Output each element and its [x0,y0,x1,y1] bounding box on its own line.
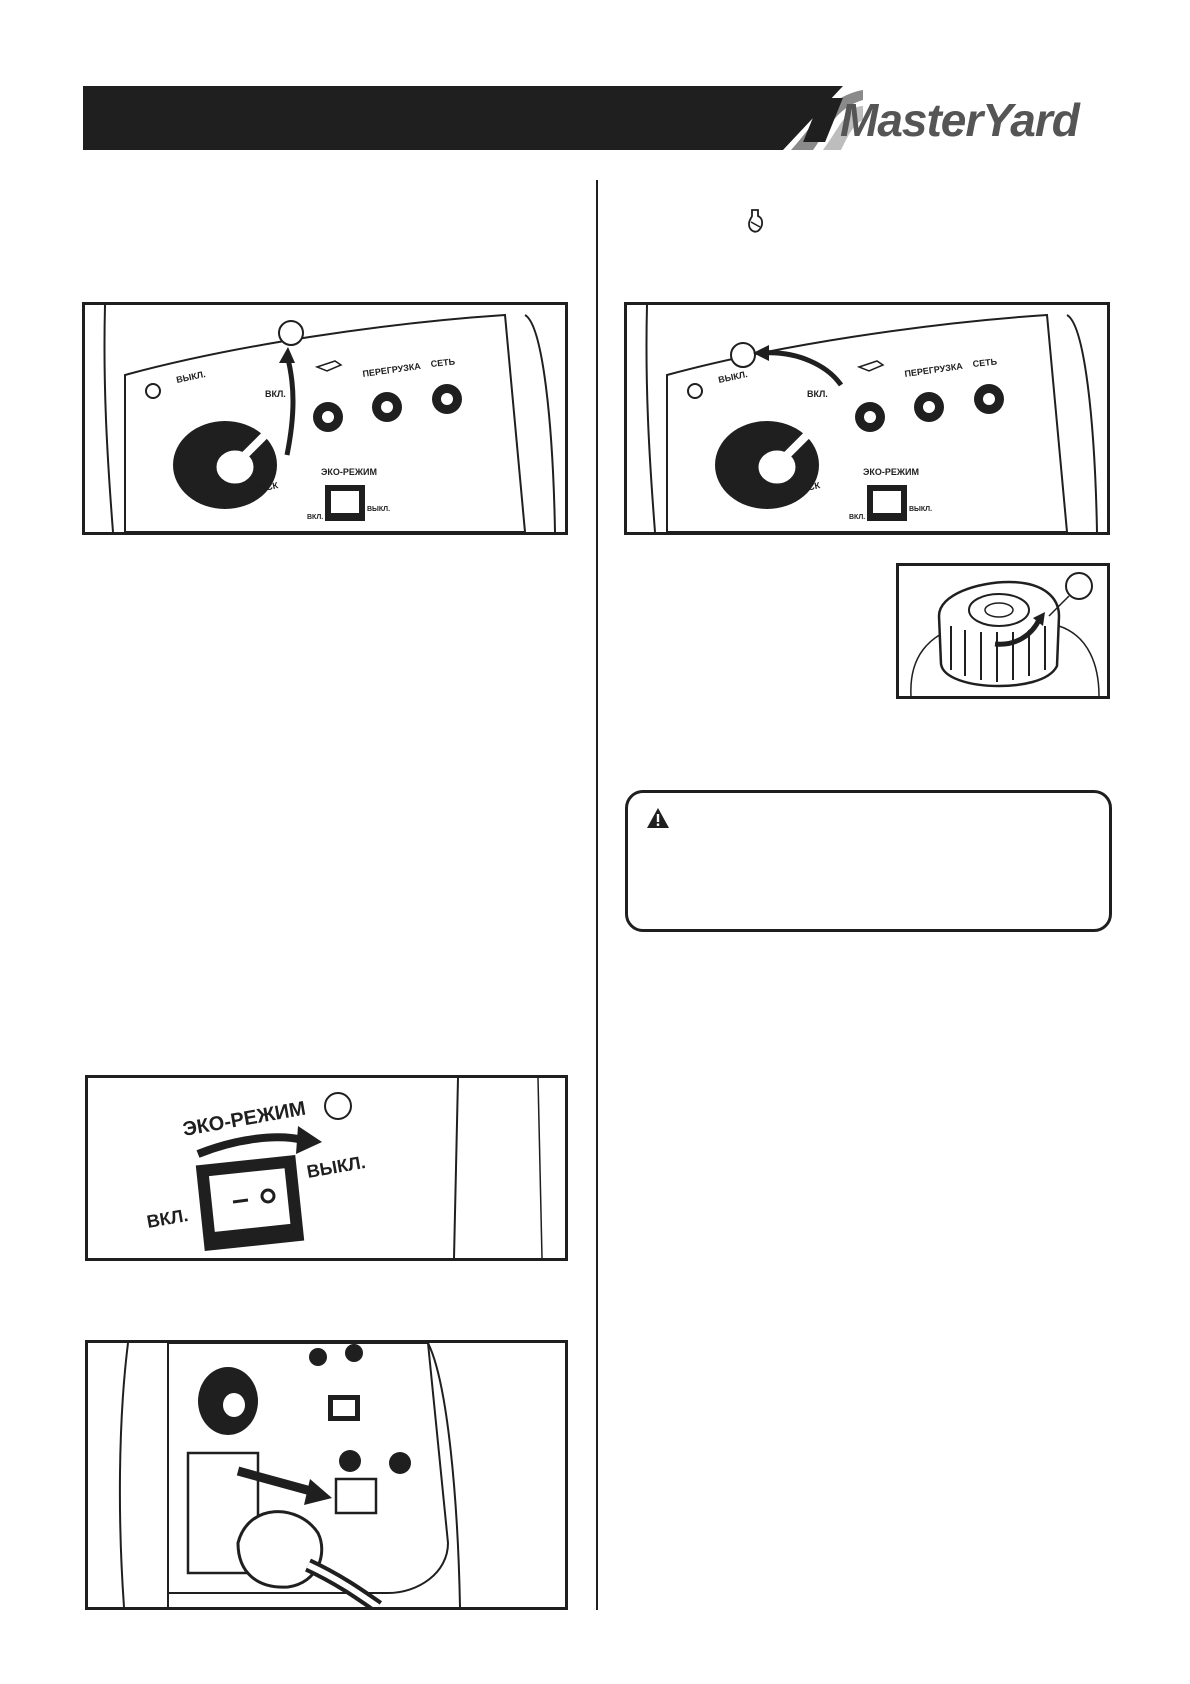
callout-circle [324,1092,352,1120]
arrow-turn-icon [994,618,1042,647]
arrow-pull-icon [236,1466,320,1498]
label-switch-off: ВЫКЛ. [909,506,932,513]
screw-icon [145,383,161,399]
socket-outlet [334,1477,378,1515]
label-switch-on: ВКЛ. [307,514,323,521]
figure-fuel-cap [896,563,1110,699]
callout-circle [730,342,756,368]
callout-circle [1065,572,1093,600]
figure-eco-switch: ЭКО-РЕЖИМ ВКЛ. ВЫКЛ. [85,1075,568,1261]
brand-logo: MasterYard [803,92,1132,148]
arrow-up-icon [284,354,296,456]
header-swoosh [783,86,863,150]
eco-off-label: ВЫКЛ. [305,1152,367,1182]
label-start: ПУСК [253,480,279,495]
label-switch-off: ВЫКЛ. [367,506,390,513]
screw-icon [687,383,703,399]
column-divider [596,180,598,1610]
label-eco: ЭКО-РЕЖИМ [863,467,919,477]
label-eco: ЭКО-РЕЖИМ [321,467,377,477]
brand-name: MasterYard [840,94,1080,146]
figure-unplug-cord [85,1340,568,1610]
oil-can-icon [314,360,343,372]
label-start: ПУСК [795,480,821,495]
label-network: СЕТЬ [430,356,456,369]
arrow-left-icon [762,350,844,387]
callout-circle [278,320,304,346]
label-switch-on: ВКЛ. [849,514,865,521]
eco-on-label: ВКЛ. [145,1205,189,1232]
label-on: ВКЛ. [265,389,286,399]
arrow-right-icon [196,1133,304,1158]
figure-control-panel-stop: ВЫКЛ. ВКЛ. ПУСК ПЕРЕГРУЗКА СЕТЬ ЭКО-РЕЖИ… [624,302,1110,535]
figure-control-panel-start: ВЫКЛ. ВКЛ. ПУСК ПЕРЕГРУЗКА СЕТЬ ЭКО-РЕЖИ… [82,302,568,535]
choke-icon [748,209,764,233]
oil-can-icon [856,360,885,372]
label-network: СЕТЬ [972,356,998,369]
label-on: ВКЛ. [807,389,828,399]
header-bar [83,86,863,150]
warning-triangle-icon [647,808,669,828]
warning-box [625,790,1112,932]
power-plug [236,1510,324,1589]
